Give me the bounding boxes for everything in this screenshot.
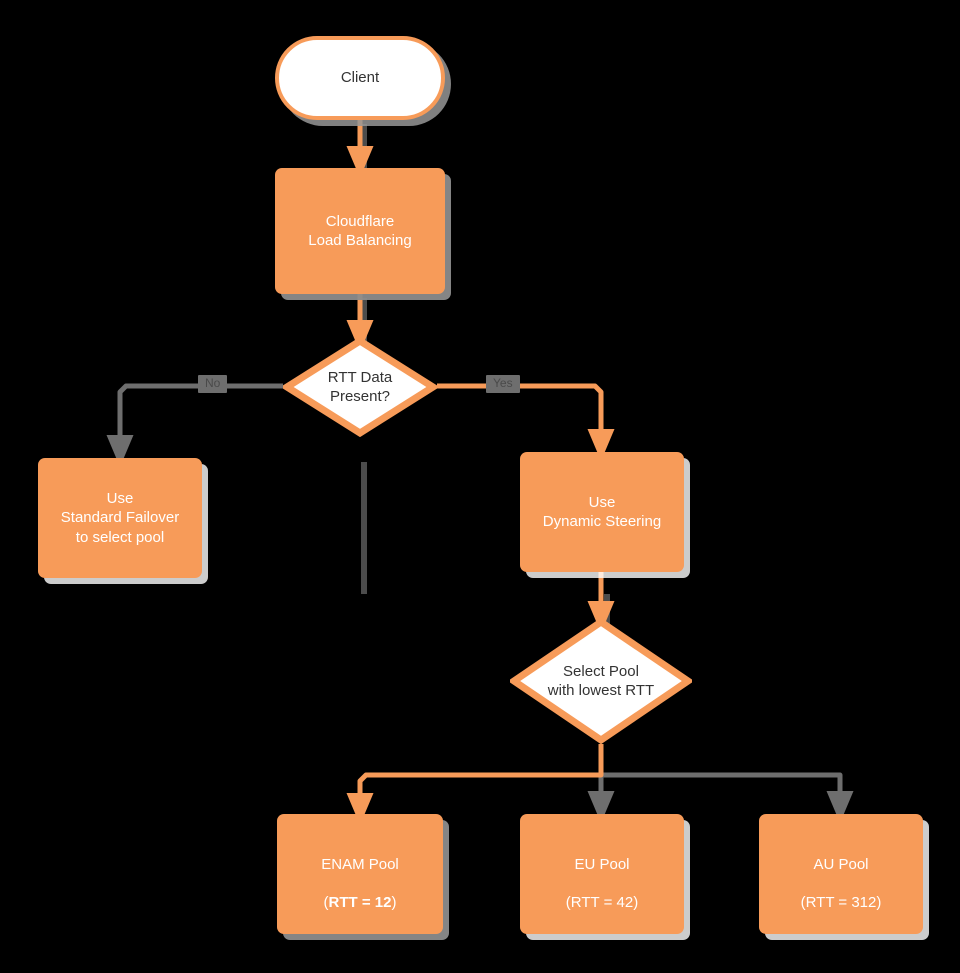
edge-select-pool-to-au-pool <box>598 744 854 823</box>
node-standard-failover[interactable]: Use Standard Failover to select pool <box>38 458 202 578</box>
node-load-balancing[interactable]: Cloudflare Load Balancing <box>275 168 445 294</box>
edge-rtt-decision-to-dynamic-steering <box>437 383 615 461</box>
diamond-shape-icon <box>283 337 437 437</box>
node-eu-pool-rtt-open: ( <box>565 894 571 912</box>
edge-rtt-decision-to-standard-failover <box>106 383 283 467</box>
node-au-pool-label: AU Pool (RTT = 312) <box>801 836 882 913</box>
node-enam-pool-label: ENAM Pool (RTT = 12) <box>321 836 399 913</box>
node-standard-failover-label: Use Standard Failover to select pool <box>60 490 180 546</box>
node-au-pool-rtt-open: ( <box>800 894 806 912</box>
node-eu-pool-rtt-value: RTT = 42 <box>570 894 634 912</box>
node-au-pool-rtt-value: RTT = 312 <box>805 894 877 912</box>
diamond-shape-icon <box>510 618 692 744</box>
node-select-pool[interactable]: Select Pool with lowest RTT <box>510 618 692 744</box>
edge-label-yes: Yes <box>486 375 520 394</box>
node-client-label: Client <box>340 69 380 87</box>
node-enam-pool[interactable]: ENAM Pool (RTT = 12) <box>277 814 443 934</box>
node-eu-pool-rtt-close: ) <box>633 894 639 912</box>
node-enam-pool-title: ENAM Pool <box>321 855 399 873</box>
node-enam-pool-rtt-open: ( <box>323 894 329 912</box>
node-client[interactable]: Client <box>275 36 445 120</box>
edge-label-no: No <box>198 375 228 394</box>
node-dynamic-steering[interactable]: Use Dynamic Steering <box>520 452 684 572</box>
edge-select-pool-to-enam-pool <box>346 744 604 825</box>
node-enam-pool-rtt-close: ) <box>391 894 397 912</box>
node-dynamic-steering-label: Use Dynamic Steering <box>542 493 662 530</box>
node-load-balancing-label: Cloudflare Load Balancing <box>308 212 412 249</box>
node-au-pool-rtt-close: ) <box>876 894 882 912</box>
node-rtt-decision-label: RTT Data Present? <box>327 368 393 405</box>
node-enam-pool-rtt-value: RTT = 12 <box>328 894 392 912</box>
node-eu-pool-title: EU Pool <box>574 855 630 873</box>
node-eu-pool[interactable]: EU Pool (RTT = 42) <box>520 814 684 934</box>
node-au-pool-title: AU Pool <box>813 855 869 873</box>
node-au-pool[interactable]: AU Pool (RTT = 312) <box>759 814 923 934</box>
node-rtt-decision[interactable]: RTT Data Present? <box>283 337 437 437</box>
node-eu-pool-label: EU Pool (RTT = 42) <box>566 836 638 913</box>
node-select-pool-label: Select Pool with lowest RTT <box>547 662 655 699</box>
